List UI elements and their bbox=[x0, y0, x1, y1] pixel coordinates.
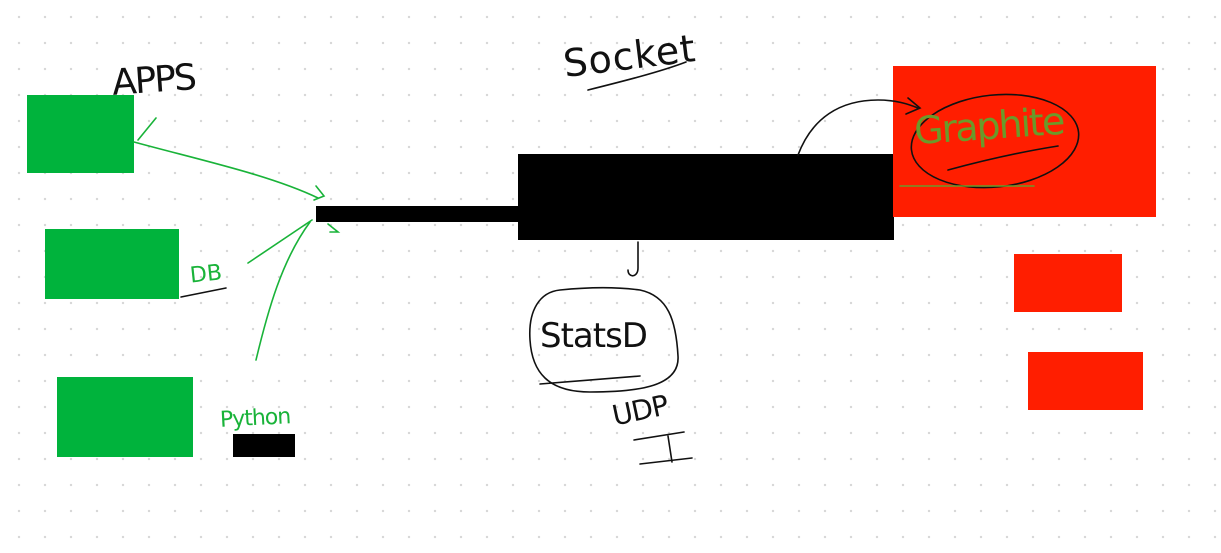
socket-pipe bbox=[316, 206, 521, 222]
socket-body bbox=[518, 154, 894, 240]
graphite-underline bbox=[947, 145, 1059, 171]
udp-underline bbox=[633, 431, 685, 441]
db-arrow bbox=[247, 219, 313, 264]
socket-underline bbox=[587, 61, 687, 91]
statsd-connector bbox=[627, 241, 639, 277]
graphite-arrowhead bbox=[905, 97, 922, 115]
red-box-small-2 bbox=[1028, 352, 1143, 410]
socket-to-graphite-arrow bbox=[797, 99, 919, 156]
apps-label: APPS bbox=[110, 57, 197, 104]
apps-arrow bbox=[133, 141, 319, 199]
graphite-box bbox=[893, 66, 1156, 217]
red-box-small-1 bbox=[1014, 254, 1122, 312]
apps-arrowhead bbox=[313, 185, 326, 201]
python-label: Python bbox=[219, 404, 291, 433]
db-box bbox=[45, 229, 179, 299]
statsd-circle bbox=[529, 286, 679, 393]
db-label: DB bbox=[188, 260, 224, 289]
python-box bbox=[57, 377, 193, 457]
python-arrow bbox=[255, 221, 311, 361]
python-black-box bbox=[233, 434, 295, 457]
apps-tick bbox=[137, 117, 157, 141]
apps-box bbox=[27, 95, 134, 173]
udp-underline-2 bbox=[639, 457, 693, 465]
db-arrowhead bbox=[327, 223, 341, 233]
db-underline bbox=[180, 287, 227, 298]
statsd-label: StatsD bbox=[540, 316, 648, 356]
udp-stem bbox=[667, 435, 673, 463]
statsd-underline bbox=[539, 375, 641, 385]
